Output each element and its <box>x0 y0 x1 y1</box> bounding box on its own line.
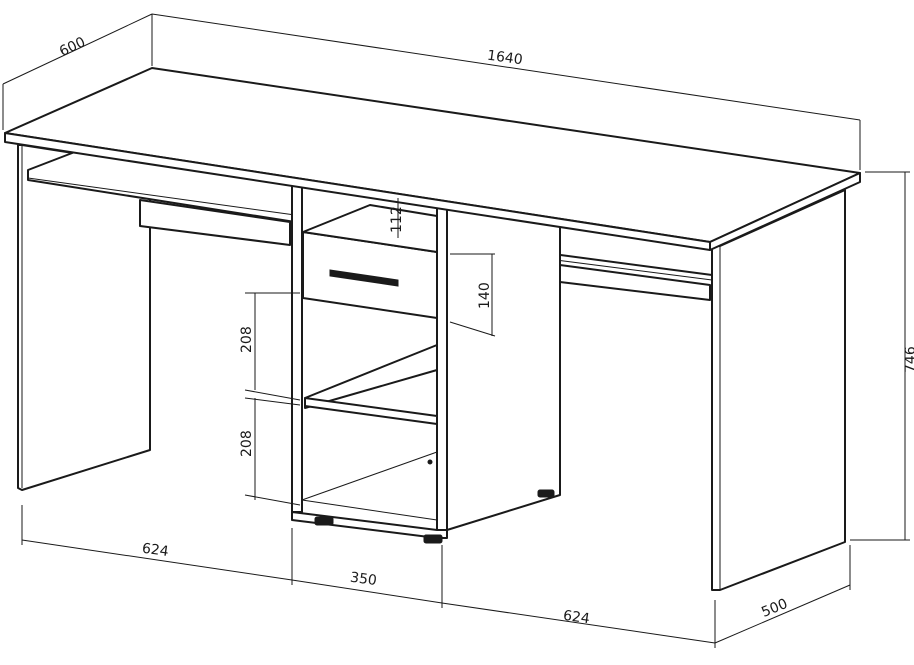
right-inner-panel <box>446 205 561 531</box>
tabletop-right-edge <box>709 172 861 251</box>
label-drawer-height: 112 <box>389 206 405 233</box>
dim-line-depth <box>2 13 153 85</box>
dim-line-right <box>441 602 716 644</box>
cabinet-floor-front <box>301 499 438 521</box>
drawer-edge <box>302 231 438 253</box>
label-right-width: 624 <box>562 608 591 628</box>
label-middle-width: 350 <box>349 570 378 590</box>
center-shelf <box>304 344 438 409</box>
dim-ext <box>244 397 301 406</box>
dim-ext <box>244 389 301 401</box>
dim-ext <box>449 321 496 337</box>
label-overall-width: 1640 <box>486 48 524 69</box>
left-shelf-front <box>27 177 296 216</box>
label-left-width: 624 <box>141 541 170 561</box>
label-lower-gap: 208 <box>239 430 255 457</box>
foot <box>537 489 555 498</box>
label-depth-top: 600 <box>57 34 88 60</box>
shelf-pin <box>427 459 433 465</box>
dimension-lines <box>2 13 910 648</box>
center-shelf-front <box>304 397 438 425</box>
dim-line-leg-depth <box>714 584 851 644</box>
foot <box>423 534 443 544</box>
dim-line-middle <box>291 579 443 604</box>
label-upper-gap: 208 <box>239 326 255 353</box>
desk-body <box>4 67 861 591</box>
center-cabinet-left-panel <box>291 179 303 513</box>
foot <box>314 516 334 526</box>
right-leg-panel <box>711 189 846 591</box>
center-cabinet-bottom <box>291 511 448 539</box>
dim-line-left <box>21 539 293 581</box>
label-height: 746 <box>903 346 914 373</box>
drawer-handle <box>329 269 399 287</box>
dim-ext <box>244 494 301 506</box>
left-shelf-rail <box>139 199 291 246</box>
cabinet-floor-back <box>301 451 438 501</box>
center-cabinet-right-panel <box>436 204 448 531</box>
dim-line-width <box>151 13 861 121</box>
label-shelf-gap: 140 <box>477 282 493 309</box>
